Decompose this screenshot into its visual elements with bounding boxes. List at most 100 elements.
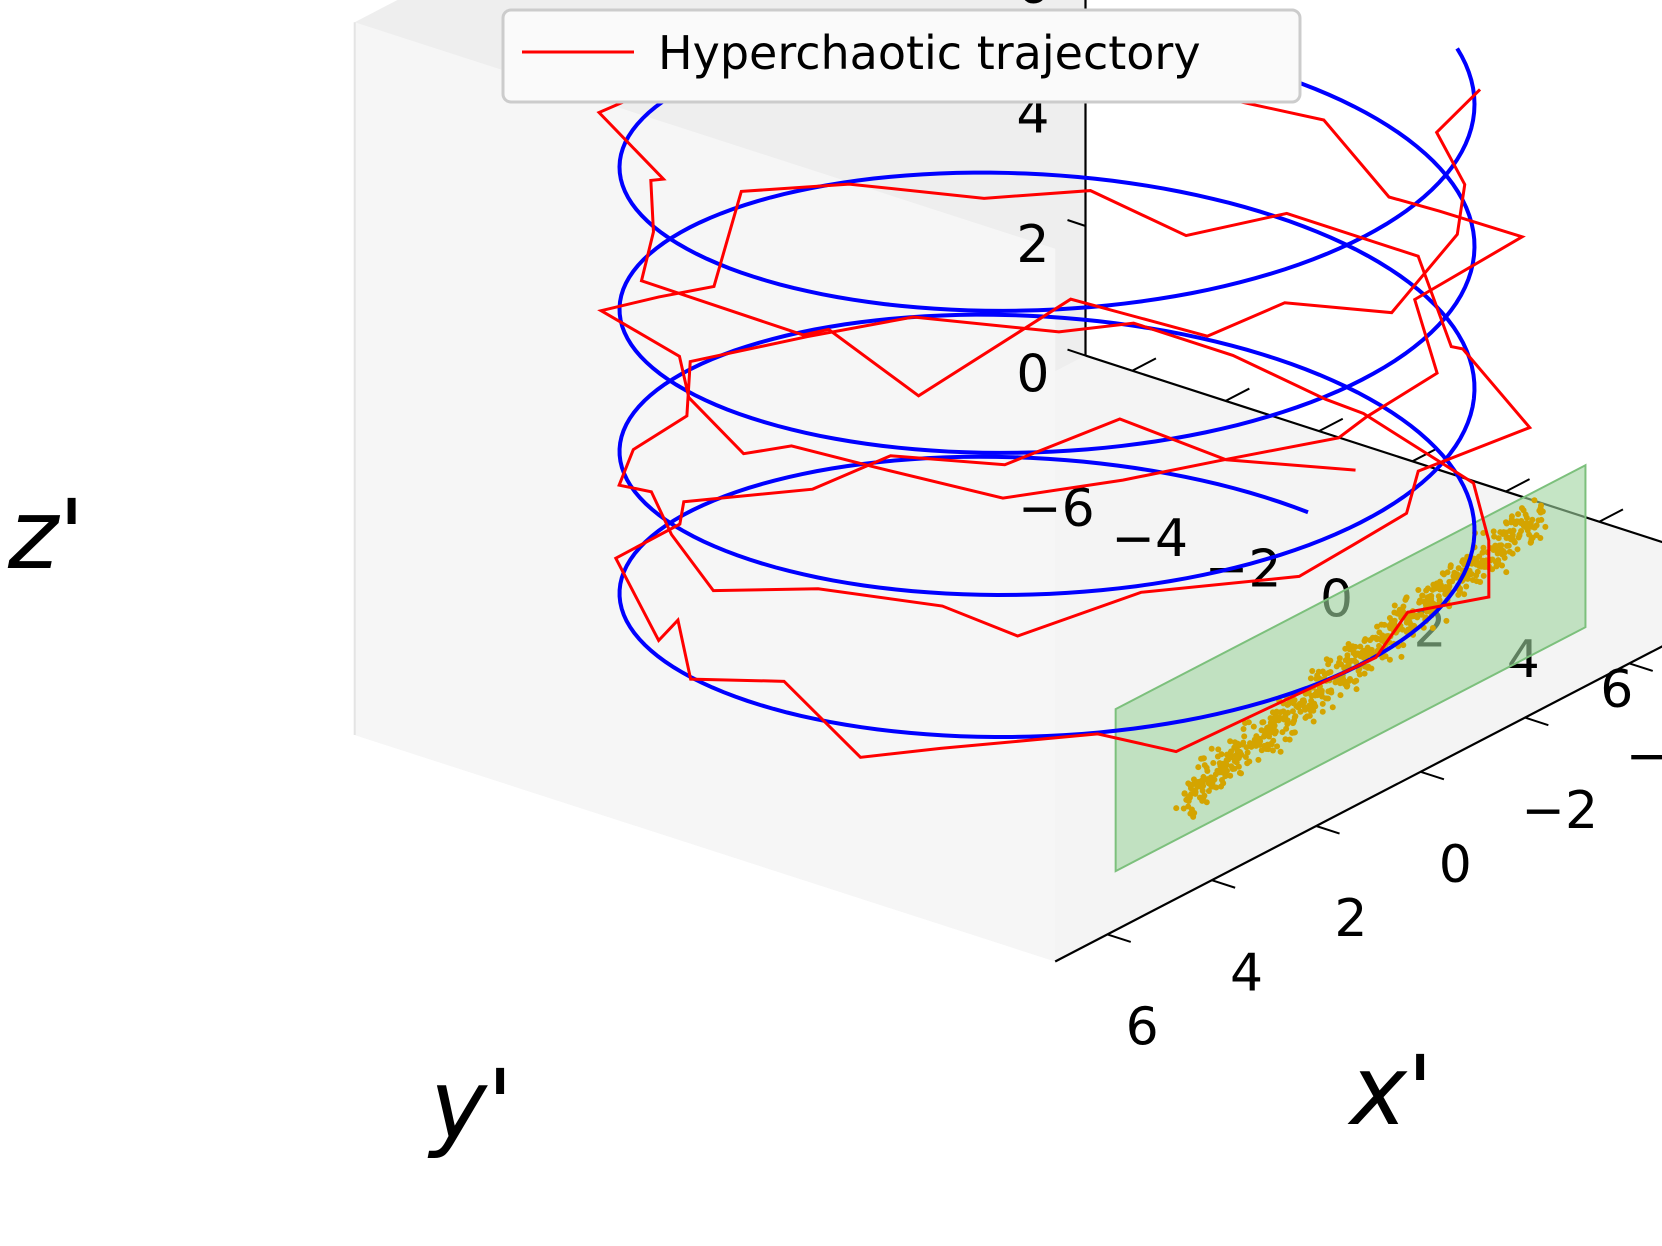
x-tick-label: −2 — [1521, 781, 1598, 841]
section-point — [1374, 623, 1381, 630]
section-point — [1324, 695, 1331, 702]
section-point — [1351, 657, 1358, 664]
section-point — [1218, 777, 1225, 784]
axes-panes — [353, 0, 1662, 962]
section-point — [1270, 737, 1277, 744]
section-point — [1538, 516, 1545, 523]
section-point — [1429, 624, 1436, 631]
y-tick-label: −2 — [1205, 539, 1282, 599]
section-point — [1414, 612, 1421, 619]
section-point — [1308, 692, 1315, 699]
section-point — [1290, 698, 1297, 705]
section-point — [1307, 707, 1314, 714]
section-point — [1527, 539, 1534, 546]
section-point — [1284, 721, 1291, 728]
section-point — [1218, 783, 1225, 790]
section-point — [1265, 723, 1272, 730]
section-point — [1227, 738, 1234, 745]
section-point — [1258, 727, 1265, 734]
section-point — [1419, 592, 1426, 599]
section-point — [1218, 751, 1225, 758]
section-point — [1480, 572, 1487, 579]
section-point — [1343, 683, 1350, 690]
x-axis-label: x' — [1347, 1035, 1433, 1147]
section-point — [1240, 739, 1247, 746]
section-point — [1463, 583, 1470, 590]
section-point — [1284, 709, 1291, 716]
section-point — [1491, 533, 1498, 540]
section-point — [1204, 767, 1211, 774]
y-tick-label: −6 — [1018, 479, 1095, 539]
section-point — [1284, 701, 1291, 708]
section-point — [1493, 543, 1500, 550]
section-point — [1309, 668, 1316, 675]
section-point — [1307, 675, 1314, 682]
x-tick-label: 6 — [1126, 998, 1159, 1058]
section-point — [1258, 747, 1265, 754]
section-point — [1359, 649, 1366, 656]
section-point — [1216, 767, 1223, 774]
section-point — [1248, 743, 1255, 750]
y-tick — [1225, 387, 1250, 402]
section-point — [1277, 748, 1284, 755]
section-point — [1476, 553, 1483, 560]
section-point — [1508, 516, 1515, 523]
section-point — [1356, 671, 1363, 678]
section-point — [1339, 675, 1346, 682]
section-point — [1220, 760, 1227, 767]
z-axis-ticks: 0246810 — [1016, 0, 1086, 405]
section-point — [1199, 783, 1206, 790]
x-tick-label: 0 — [1439, 835, 1472, 895]
section-point — [1480, 544, 1487, 551]
section-point — [1185, 798, 1192, 805]
section-point — [1201, 762, 1208, 769]
section-point — [1505, 534, 1512, 541]
section-point — [1265, 746, 1272, 753]
x-tick — [1107, 933, 1132, 943]
section-point — [1328, 687, 1335, 694]
section-point — [1318, 688, 1325, 695]
section-point — [1518, 528, 1525, 535]
y-tick-label: 6 — [1600, 660, 1633, 720]
section-point — [1197, 778, 1204, 785]
section-point — [1210, 759, 1217, 766]
section-point — [1506, 548, 1513, 555]
section-point — [1271, 722, 1278, 729]
section-point — [1234, 747, 1241, 754]
z-tick-label: 2 — [1016, 215, 1049, 275]
x-tick — [1420, 770, 1445, 781]
section-point — [1400, 603, 1407, 610]
x-tick — [1629, 662, 1654, 672]
section-point — [1391, 602, 1398, 609]
section-point — [1273, 709, 1280, 716]
section-point — [1269, 747, 1276, 754]
section-point — [1538, 502, 1545, 509]
section-point — [1524, 527, 1531, 534]
section-point — [1477, 579, 1484, 586]
section-point — [1253, 733, 1260, 740]
section-point — [1302, 714, 1309, 721]
z-tick — [1067, 219, 1086, 227]
section-point — [1372, 634, 1379, 641]
section-point — [1481, 563, 1488, 570]
section-point — [1501, 554, 1508, 561]
section-point — [1315, 668, 1322, 675]
section-point — [1351, 678, 1358, 685]
section-point — [1259, 719, 1266, 726]
section-point — [1313, 675, 1320, 682]
section-point — [1205, 787, 1212, 794]
section-point — [1427, 593, 1434, 600]
back-pane-right — [354, 22, 1056, 962]
section-point — [1289, 708, 1296, 715]
section-point — [1271, 714, 1278, 721]
section-point — [1283, 725, 1290, 732]
section-point — [1479, 549, 1486, 556]
section-point — [1291, 714, 1298, 721]
z-tick — [1067, 348, 1086, 357]
section-point — [1310, 718, 1317, 725]
section-point — [1467, 571, 1474, 578]
y-axis-label: y' — [427, 1049, 513, 1161]
section-point — [1250, 723, 1257, 730]
section-point — [1479, 557, 1486, 564]
